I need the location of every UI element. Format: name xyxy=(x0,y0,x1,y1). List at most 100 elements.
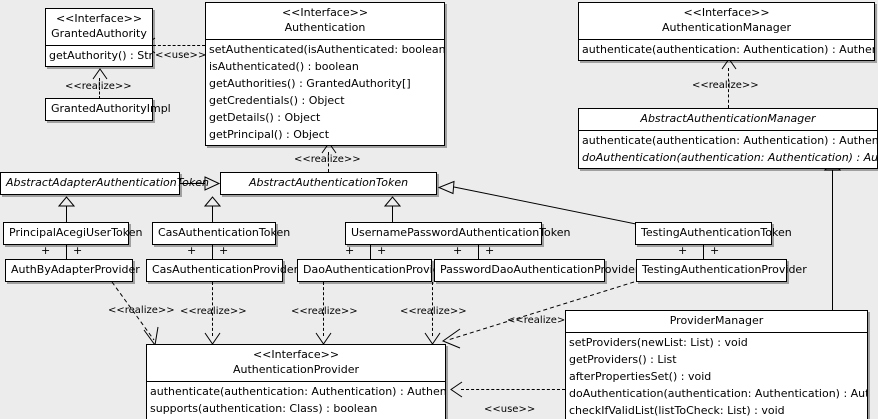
member-list-abstract-authentication-manager: authenticate(authentication: Authenticat… xyxy=(579,131,877,168)
association-plus-right-3: + xyxy=(377,244,387,257)
class-name-testing-authentication-token: TestingAuthenticationToken xyxy=(641,226,792,239)
class-box-abstract-authentication-manager[interactable]: AbstractAuthenticationManager authentica… xyxy=(578,108,878,169)
generalization-connector-casauthenticationtoken xyxy=(212,205,213,223)
association-plus-right-1: + xyxy=(73,244,83,257)
member-afterpropertiesset: afterPropertiesSet() : void xyxy=(569,370,712,383)
class-name-abstract-adapter-authentication-token: AbstractAdapterAuthenticationToken xyxy=(6,176,209,189)
generalization-arrowhead-abstracttoken-cas xyxy=(204,196,221,207)
generalization-connector-providermanager xyxy=(832,170,833,310)
member-doauthentication-abstract-manager: doAuthentication(authentication: Authent… xyxy=(582,151,877,164)
association-plus-right-2: + xyxy=(219,244,229,257)
class-box-auth-by-adapter-provider[interactable]: AuthByAdapterProvider xyxy=(5,259,140,282)
class-header-testing-authentication-token: TestingAuthenticationToken xyxy=(636,223,792,244)
class-box-password-dao-authentication-provider[interactable]: PasswordDaoAuthenticationProvider xyxy=(434,259,639,282)
class-name-testing-authentication-provider: TestingAuthenticationProvider xyxy=(642,263,807,276)
class-name-cas-authentication-provider: CasAuthenticationProvider xyxy=(152,263,299,276)
label-realize-casauthenticationprovider: <<realize>> xyxy=(180,306,247,317)
class-name-principal-acegi-user-token: PrincipalAcegiUserToken xyxy=(9,226,143,239)
class-name-abstract-authentication-manager: AbstractAuthenticationManager xyxy=(640,112,816,125)
label-realize-authbyadapterprovider: <<realize>> xyxy=(108,305,175,316)
member-getproviders: getProviders() : List xyxy=(569,353,677,366)
member-list-authentication: setAuthenticated(isAuthenticated: boolea… xyxy=(206,40,444,145)
class-header-abstract-authentication-manager: AbstractAuthenticationManager xyxy=(579,109,877,130)
class-header-cas-authentication-token: CasAuthenticationToken xyxy=(153,223,290,244)
association-plus-right-5: + xyxy=(710,244,720,257)
class-box-provider-manager[interactable]: ProviderManager setProviders(newList: Li… xyxy=(565,310,868,419)
class-box-cas-authentication-provider[interactable]: CasAuthenticationProvider xyxy=(146,259,299,282)
class-name-granted-authority: GrantedAuthority xyxy=(51,27,147,40)
member-isauthenticated: isAuthenticated() : boolean xyxy=(209,60,359,73)
stereotype-interface-authentication: <<Interface>> xyxy=(281,6,369,19)
class-name-dao-authentication-provider: DaoAuthenticationProvider xyxy=(303,263,451,276)
class-box-granted-authority[interactable]: <<Interface>> GrantedAuthority getAuthor… xyxy=(45,8,153,67)
association-arrowhead-abstractauthenticationtoken xyxy=(204,176,221,191)
label-realize-abstractauthenticationmanager: <<realize>> xyxy=(692,80,759,91)
label-realize-testingauthenticationprovider: <<realize>> xyxy=(507,315,574,326)
association-plus-right-4: + xyxy=(485,244,495,257)
realize-connector-abstractauthenticationtoken xyxy=(328,152,329,172)
class-box-testing-authentication-token[interactable]: TestingAuthenticationToken xyxy=(635,222,792,245)
class-name-abstract-authentication-token: AbstractAuthenticationToken xyxy=(248,176,409,189)
member-getauthority: getAuthority() : String xyxy=(49,49,152,62)
class-header-testing-authentication-provider: TestingAuthenticationProvider xyxy=(637,260,807,281)
member-doauthentication-provider-manager: doAuthentication(authentication: Authent… xyxy=(569,387,867,400)
realize-connector-testingauthenticationprovider xyxy=(441,281,635,349)
label-realize-passworddaoprovider: <<realize>> xyxy=(400,306,467,317)
class-header-cas-authentication-provider: CasAuthenticationProvider xyxy=(147,260,299,281)
realize-connector-grantedauthorityimpl xyxy=(99,78,100,99)
member-authenticate-abstract-manager: authenticate(authentication: Authenticat… xyxy=(582,134,877,147)
member-list-provider-manager: setProviders(newList: List) : void getPr… xyxy=(566,333,867,419)
class-name-authentication-manager: AuthenticationManager xyxy=(662,21,791,34)
use-connector-authentication-grantedauthority xyxy=(153,45,205,46)
generalization-arrowhead-abstracttoken-upat xyxy=(384,196,401,207)
class-name-username-password-authentication-token: UsernamePasswordAuthenticationToken xyxy=(351,226,571,239)
realize-connector-daoauthenticationprovider xyxy=(323,282,324,336)
class-header-principal-acegi-user-token: PrincipalAcegiUserToken xyxy=(4,223,143,244)
member-list-authentication-manager: authenticate(authentication: Authenticat… xyxy=(579,40,874,60)
association-line-cas-token-provider xyxy=(212,242,213,259)
class-header-abstract-authentication-token: AbstractAuthenticationToken xyxy=(221,173,436,194)
divider-granted-authority xyxy=(46,45,152,46)
member-list-authentication-provider: authenticate(authentication: Authenticat… xyxy=(147,382,445,419)
realize-connector-passworddaoprovider xyxy=(432,282,433,336)
class-box-principal-acegi-user-token[interactable]: PrincipalAcegiUserToken xyxy=(3,222,143,245)
association-plus-left-5: + xyxy=(678,244,688,257)
class-header-auth-by-adapter-provider: AuthByAdapterProvider xyxy=(6,260,140,281)
class-box-testing-authentication-provider[interactable]: TestingAuthenticationProvider xyxy=(636,259,807,282)
association-plus-left-1: + xyxy=(41,244,51,257)
class-box-authentication-provider[interactable]: <<Interface>> AuthenticationProvider aut… xyxy=(146,344,446,419)
class-header-password-dao-authentication-provider: PasswordDaoAuthenticationProvider xyxy=(435,260,639,281)
generalization-connector-usernamepasswordtoken xyxy=(392,205,393,223)
use-arrowhead-authenticationprovider xyxy=(449,381,463,398)
association-plus-left-2: + xyxy=(187,244,197,257)
class-name-authentication-provider: AuthenticationProvider xyxy=(232,363,360,376)
class-header-dao-authentication-provider: DaoAuthenticationProvider xyxy=(298,260,451,281)
class-name-granted-authority-impl: GrantedAuthorityImpl xyxy=(51,102,171,115)
label-realize-abstractauthenticationtoken: <<realize>> xyxy=(294,154,361,165)
generalization-connector-principalacegiusertoken xyxy=(66,205,67,223)
stereotype-interface-authentication-provider: <<Interface>> xyxy=(252,348,340,361)
stereotype-interface-granted-authority: <<Interface>> xyxy=(55,12,143,25)
class-box-dao-authentication-provider[interactable]: DaoAuthenticationProvider xyxy=(297,259,451,282)
use-connector-providermanager xyxy=(461,389,565,390)
association-line-testing-token-provider xyxy=(703,242,704,259)
class-box-abstract-authentication-token[interactable]: AbstractAuthenticationToken xyxy=(220,172,437,195)
class-box-authentication-manager[interactable]: <<Interface>> AuthenticationManager auth… xyxy=(578,2,875,61)
class-box-granted-authority-impl[interactable]: GrantedAuthorityImpl xyxy=(45,98,171,121)
class-name-authentication: Authentication xyxy=(284,21,366,34)
class-header-abstract-adapter-authentication-token: AbstractAdapterAuthenticationToken xyxy=(1,173,209,194)
member-getprincipal: getPrincipal() : Object xyxy=(209,128,330,141)
divider-abstract-authentication-manager xyxy=(579,130,877,131)
class-box-cas-authentication-token[interactable]: CasAuthenticationToken xyxy=(152,222,290,245)
realize-connector-casauthenticationprovider xyxy=(212,282,213,336)
member-setproviders: setProviders(newList: List) : void xyxy=(569,336,748,349)
generalization-connector-testingtoken xyxy=(437,180,642,226)
class-box-authentication[interactable]: <<Interface>> Authentication setAuthenti… xyxy=(205,2,445,146)
class-box-username-password-authentication-token[interactable]: UsernamePasswordAuthenticationToken xyxy=(345,222,571,245)
class-box-abstract-adapter-authentication-token[interactable]: AbstractAdapterAuthenticationToken xyxy=(0,172,209,195)
realize-connector-abstractauthenticationmanager xyxy=(728,68,729,108)
class-header-granted-authority-impl: GrantedAuthorityImpl xyxy=(46,99,171,120)
stereotype-interface-authentication-manager: <<Interface>> xyxy=(683,6,770,19)
association-plus-left-3: + xyxy=(345,244,355,257)
